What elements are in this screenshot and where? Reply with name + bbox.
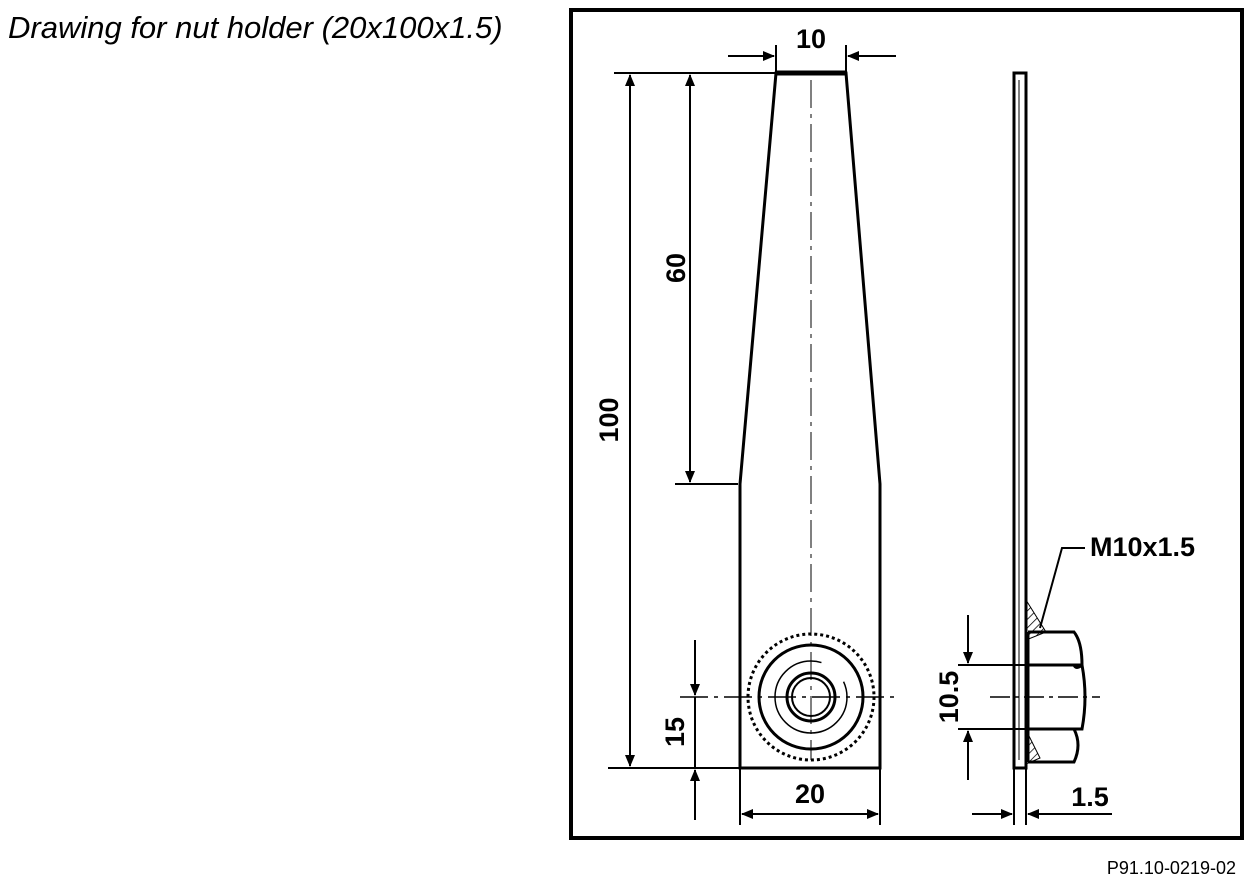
side-plate: [1012, 71, 1028, 770]
weld-hatch-top: [1025, 598, 1047, 641]
holder-outline: [738, 71, 882, 770]
dim-top-width: [728, 45, 896, 73]
nut-thread: [774, 660, 848, 734]
dim-label-thread: M10x1.5: [1090, 532, 1195, 562]
dim-base-width: [739, 768, 881, 825]
dim-label-taper-length: 60: [661, 253, 691, 283]
nut-hole-inner: [791, 677, 831, 717]
dim-label-top-width: 10: [796, 24, 826, 54]
leader-thread: [1039, 547, 1085, 629]
dim-label-total-length: 100: [594, 397, 624, 442]
dim-label-nut-height: 10.5: [934, 671, 964, 724]
drawing-title: Drawing for nut holder (20x100x1.5): [8, 10, 503, 45]
drawing-frame: [569, 8, 1244, 840]
dim-label-thickness: 1.5: [1071, 782, 1109, 812]
nut-outer: [757, 643, 865, 751]
front-view: [680, 70, 898, 770]
dim-taper-length: [675, 74, 738, 485]
weld-seam: [746, 632, 876, 762]
drawing-reference-number: P91.10-0219-02: [1106, 858, 1236, 878]
dim-label-base-width: 20: [795, 779, 825, 809]
dim-thickness: [972, 768, 1112, 825]
side-view: [990, 71, 1100, 770]
dim-total-length: [608, 72, 776, 769]
nut-hole: [785, 671, 837, 723]
dim-label-hole-offset: 15: [660, 717, 690, 747]
dim-nut-height: [958, 615, 1028, 780]
